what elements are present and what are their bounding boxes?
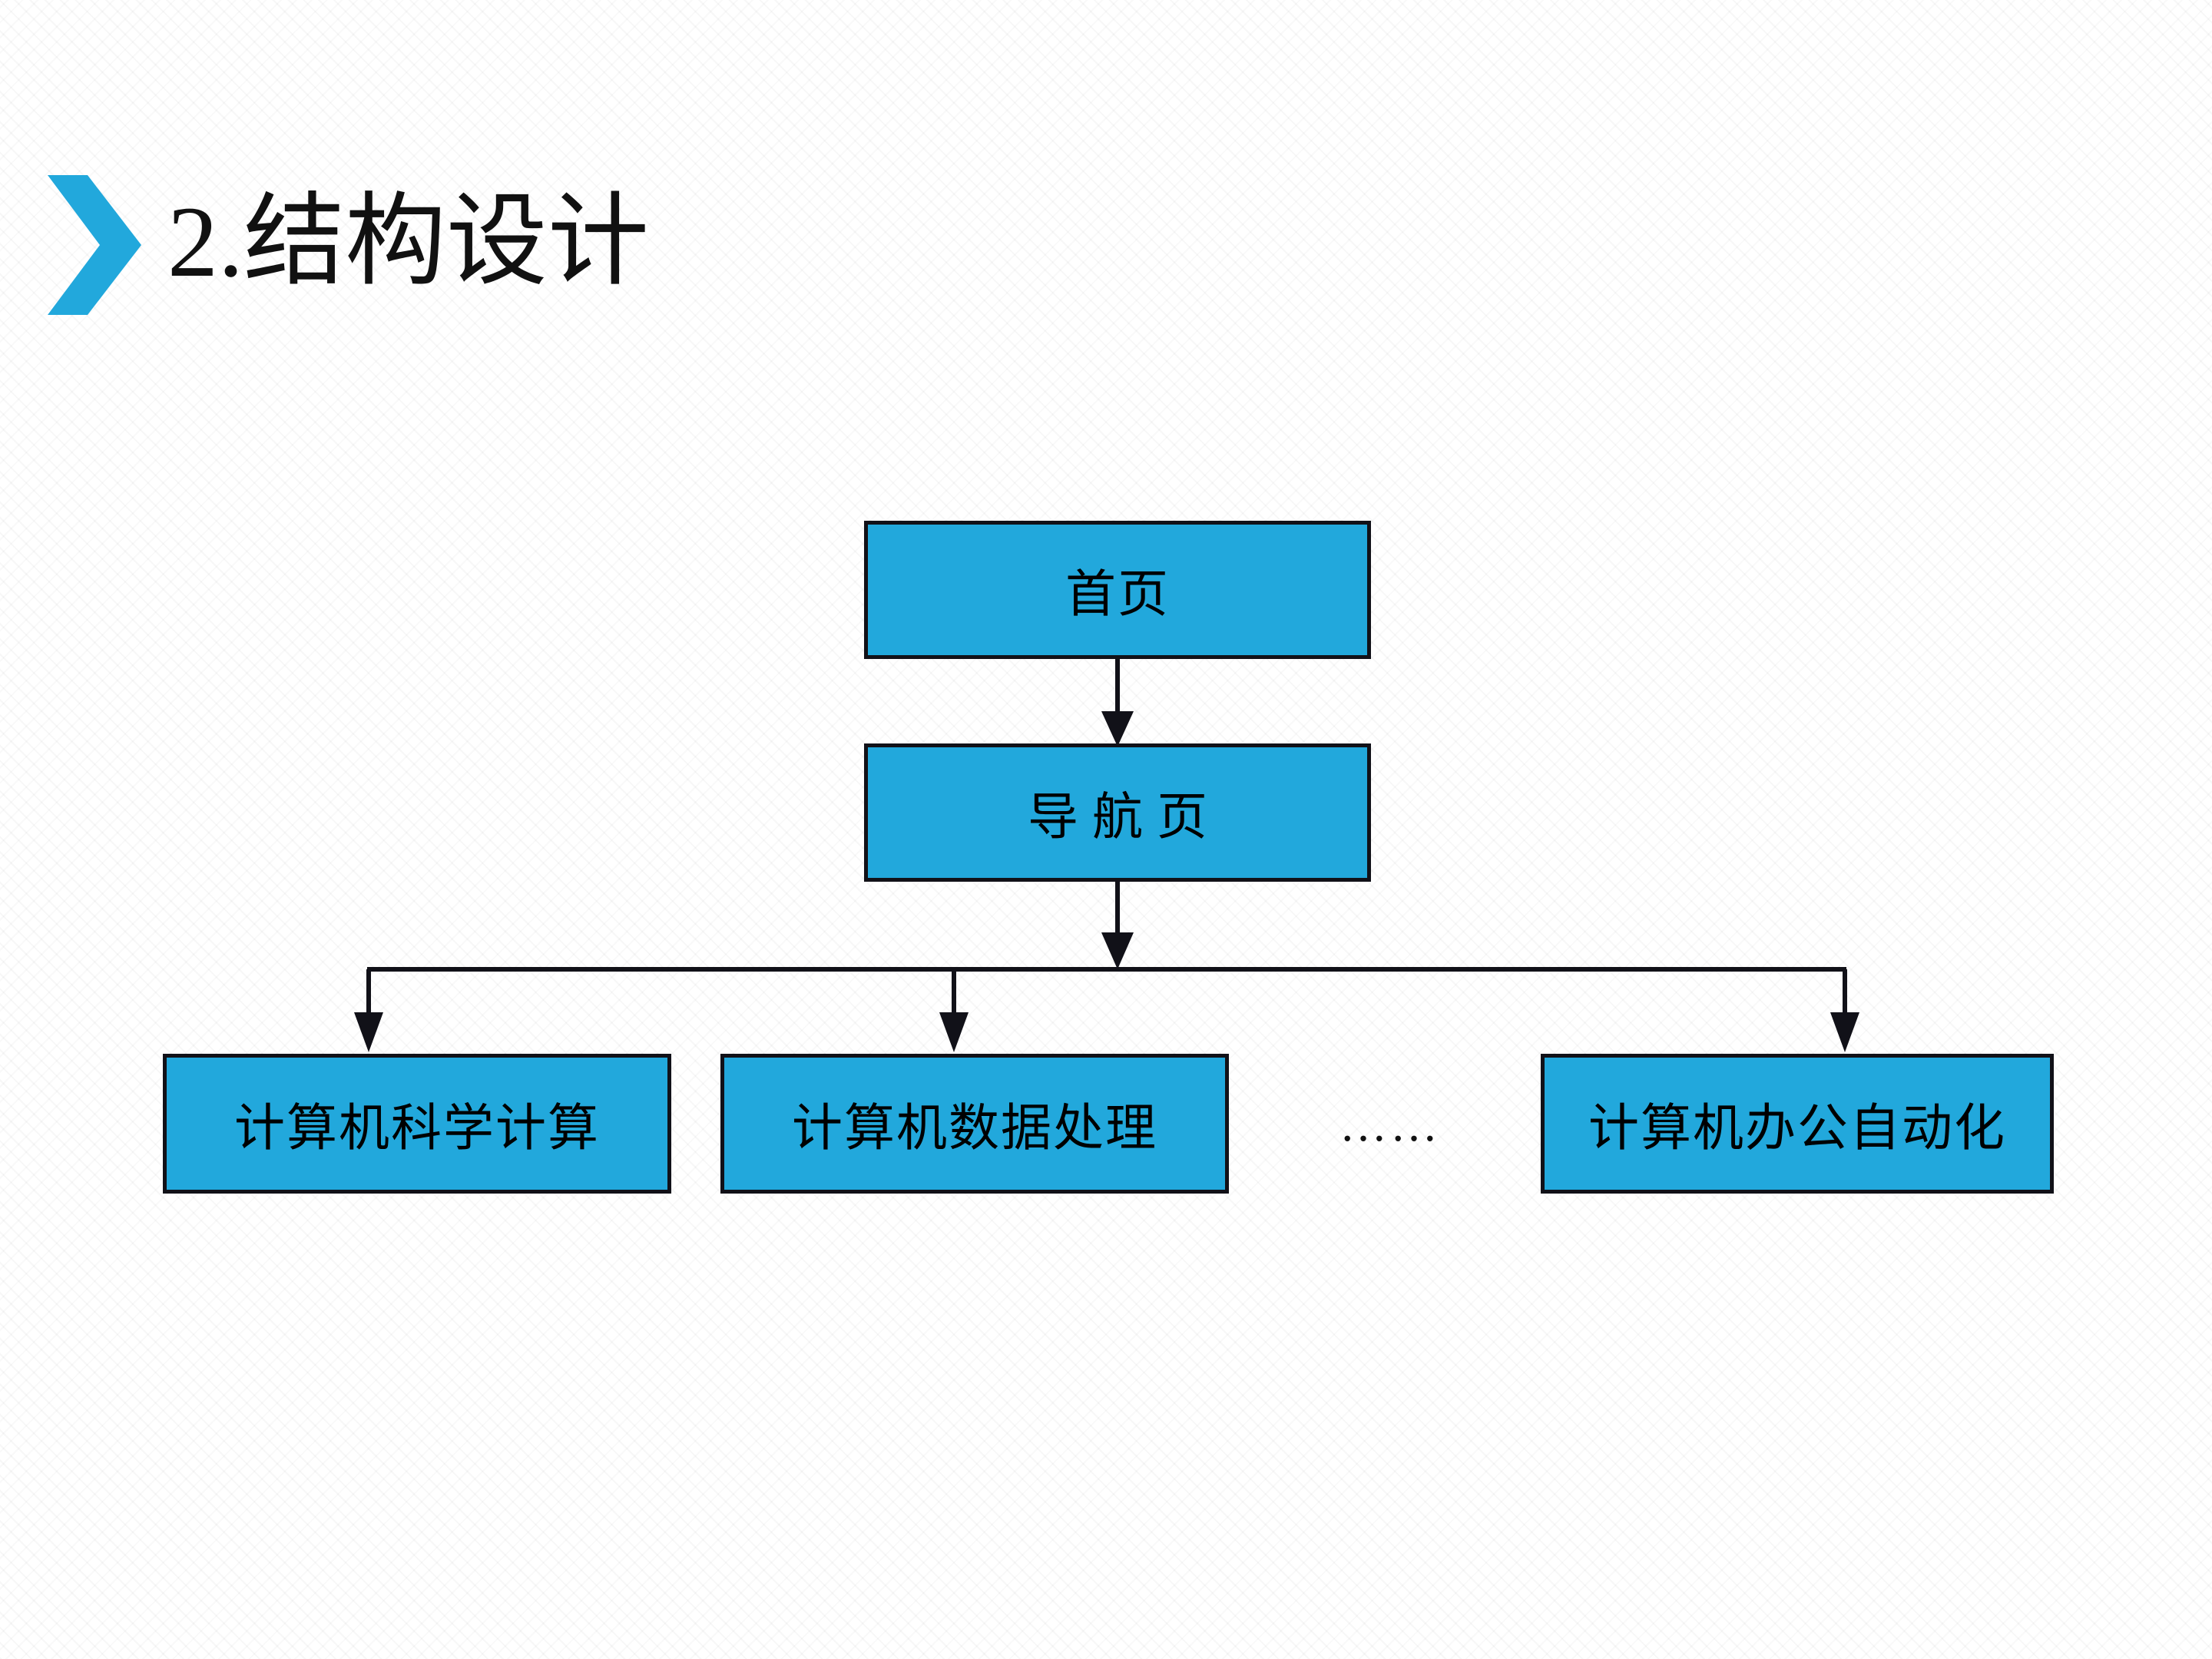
node-leaf-data-processing[interactable]: 计算机数据处理 [720, 1054, 1229, 1194]
edge-nav-to-bus [1101, 882, 1134, 969]
edge-bus-to-leaf-0 [354, 969, 383, 1052]
slide-title-block: 2.结构设计 [0, 154, 2212, 330]
ellipsis-label: …… [1339, 1099, 1441, 1151]
edge-bus-to-leaf-1 [939, 969, 969, 1052]
node-leaf-scientific-computing[interactable]: 计算机科学计算 [163, 1054, 671, 1194]
node-home[interactable]: 首页 [864, 521, 1371, 659]
edge-home-to-nav [1101, 659, 1134, 747]
chevron-right-icon [48, 175, 141, 315]
page-title: 2.结构设计 [167, 185, 649, 298]
node-navigation[interactable]: 导航页 [864, 743, 1371, 882]
node-leaf-office-automation[interactable]: 计算机办公自动化 [1541, 1054, 2054, 1194]
edge-bus-to-leaf-2 [1830, 969, 1859, 1052]
